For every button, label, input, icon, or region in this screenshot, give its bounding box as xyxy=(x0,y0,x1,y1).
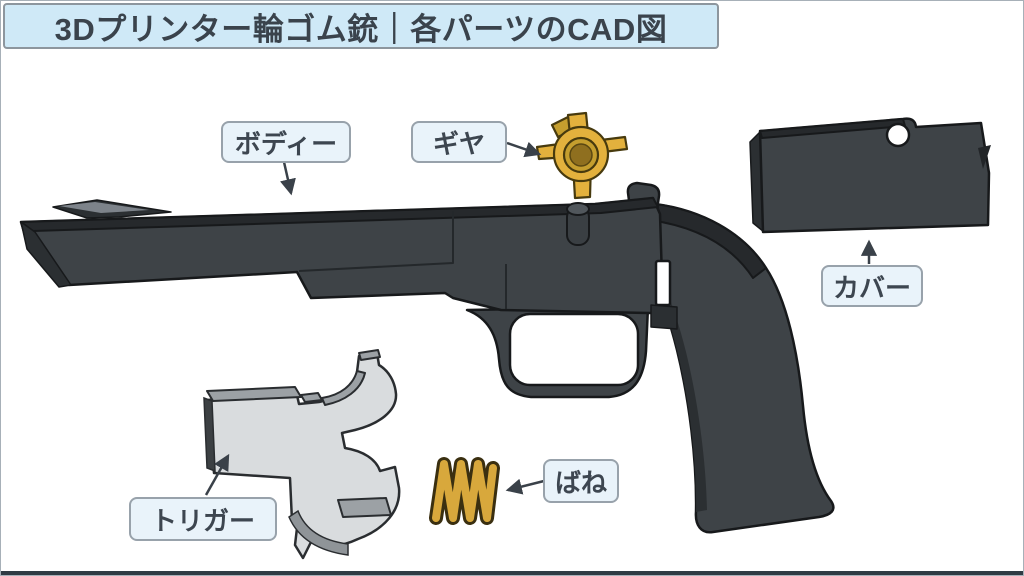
gear-part xyxy=(535,111,629,200)
title-bar: 3Dプリンター輪ゴム銃｜各パーツのCAD図 xyxy=(3,3,719,49)
gear-arrow xyxy=(506,141,542,158)
trigger-part xyxy=(203,349,401,560)
frame-slit xyxy=(654,259,672,307)
page-title: 3Dプリンター輪ゴム銃｜各パーツのCAD図 xyxy=(54,11,668,47)
label-trigger: トリガー xyxy=(129,497,277,541)
trigger-arrow xyxy=(204,453,230,496)
label-body: ボディー xyxy=(221,121,351,163)
cylinder-peg xyxy=(566,202,590,246)
footer-bar xyxy=(1,571,1023,575)
cover-hole xyxy=(885,122,911,148)
spring-part xyxy=(429,457,500,525)
front-sight xyxy=(52,199,172,219)
label-gear: ギヤ xyxy=(411,121,507,163)
label-cover: カバー xyxy=(821,265,923,307)
label-spring: ばね xyxy=(543,459,619,503)
grip-part xyxy=(649,202,835,534)
callout-arrows xyxy=(204,141,878,496)
spring-arrow xyxy=(505,478,545,495)
body-arrow xyxy=(280,161,296,196)
cover-part xyxy=(749,117,991,234)
trigger-guard-opening xyxy=(508,312,640,387)
body-part xyxy=(19,196,678,330)
trigger-guard xyxy=(465,305,650,399)
